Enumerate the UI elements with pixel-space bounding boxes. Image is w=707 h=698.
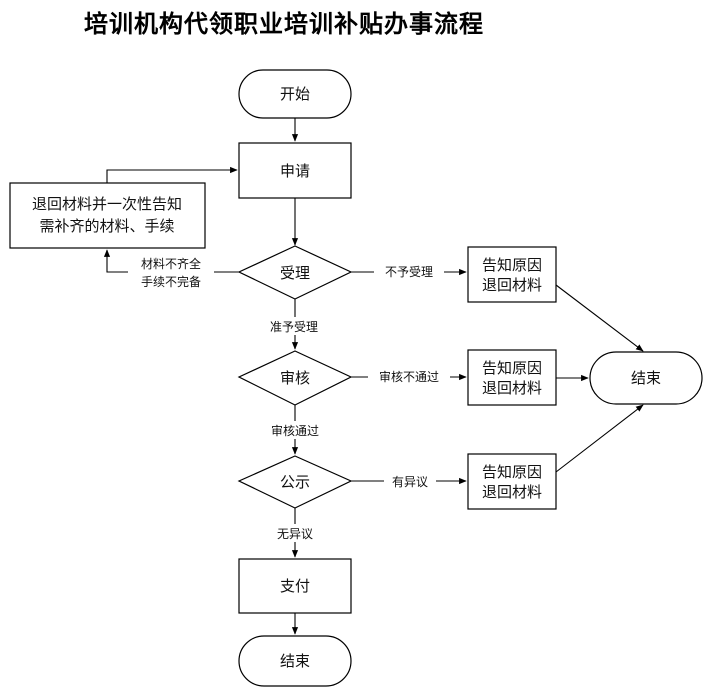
edge-reject3-end [555, 404, 644, 473]
edge-label-bg [258, 317, 330, 335]
node-reject3-line1: 告知原因 [482, 463, 542, 481]
edge-label-bg [268, 524, 322, 542]
node-reject2: 告知原因 退回材料 [467, 349, 557, 406]
node-start-label: 开始 [280, 85, 310, 103]
node-return-note-line1: 退回材料并一次性告知 [32, 195, 182, 213]
node-reject1-line1: 告知原因 [482, 256, 542, 274]
node-apply-label: 申请 [280, 162, 310, 180]
node-end-right-label: 结束 [631, 369, 661, 387]
node-reject3-line2: 退回材料 [482, 483, 542, 501]
node-pay: 支付 [238, 558, 352, 614]
node-end-bottom: 结束 [238, 635, 352, 687]
edge-label-bg [384, 472, 436, 490]
edge-label-incomplete-2: 手续不完备 [141, 274, 201, 289]
node-reject3: 告知原因 退回材料 [467, 453, 557, 510]
edge-label-review-failed: 审核不通过 [379, 369, 439, 384]
node-publicize-label: 公示 [280, 473, 310, 491]
node-accept-label: 受理 [280, 264, 310, 282]
node-accept: 受理 [237, 245, 353, 300]
edge-label-not-accepted: 不予受理 [385, 265, 433, 279]
node-publicize: 公示 [237, 455, 353, 509]
node-pay-label: 支付 [280, 577, 310, 595]
node-end-bottom-label: 结束 [280, 652, 310, 670]
node-apply: 申请 [238, 142, 352, 199]
node-start: 开始 [238, 69, 352, 119]
edge-reject1-end [555, 284, 644, 352]
edge-label-bg [374, 262, 444, 280]
edge-label-incomplete-1: 材料不齐全 [141, 256, 201, 271]
edge-labels: 材料不齐全 手续不完备 不予受理 准予受理 审核不通过 审核通过 有异议 无异议 [128, 252, 450, 542]
node-reject1-line2: 退回材料 [482, 276, 542, 294]
edge-label-review-passed: 审核通过 [271, 423, 319, 438]
node-reject1: 告知原因 退回材料 [467, 246, 557, 303]
edge-label-bg [368, 367, 450, 385]
node-return-note: 退回材料并一次性告知 需补齐的材料、手续 [9, 182, 206, 249]
edge-label-bg [260, 421, 330, 439]
node-reject2-line2: 退回材料 [482, 379, 542, 397]
edge-label-bg [128, 252, 214, 292]
edge-label-accepted: 准予受理 [270, 320, 318, 334]
page-title: 培训机构代领职业培训补贴办事流程 [84, 10, 484, 38]
edge-label-objection: 有异议 [392, 475, 428, 489]
node-review: 审核 [237, 350, 353, 406]
node-return-note-line2: 需补齐的材料、手续 [39, 217, 174, 235]
node-reject2-line1: 告知原因 [482, 359, 542, 377]
edge-return-apply [106, 166, 238, 183]
node-end-right: 结束 [589, 351, 703, 405]
node-review-label: 审核 [280, 369, 310, 387]
edge-label-no-objection: 无异议 [277, 527, 313, 541]
